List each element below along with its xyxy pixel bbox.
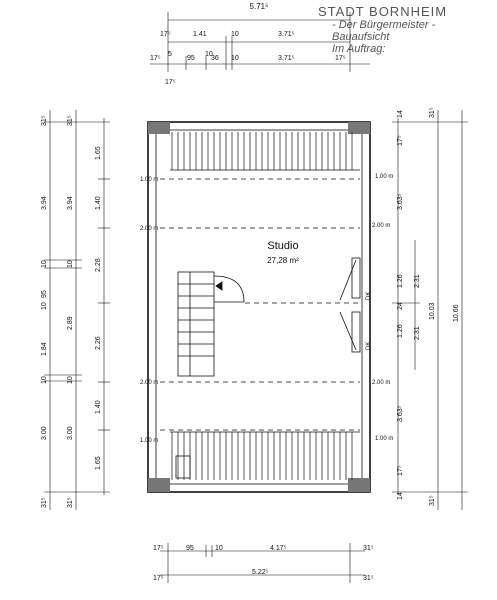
stamp-signature-line: Im Auftrag: [332, 43, 386, 55]
dim-right-c2-2: 2.31 [414, 326, 421, 340]
dim-left-c1-4: 95 [41, 290, 48, 298]
dim-left-c1-6: 1.84 [41, 342, 48, 356]
dim-bottom-r1-e: 31⁵ [363, 545, 374, 552]
dim-right-c3-3: 31⁵ [429, 495, 436, 506]
dim-top-r3-h: 17⁵ [335, 55, 346, 62]
stamp-office: - Der Bürgermeister - [332, 19, 436, 31]
staircase [177, 271, 245, 377]
dim-left-c2-6: 3.00 [67, 426, 74, 440]
dim-right-c1-3: 3.63⁵ [397, 193, 404, 210]
height-left-3: 2.00 m [140, 380, 158, 386]
dim-right-c4-1: 10.66 [453, 304, 460, 322]
roof-hatching-bottom [170, 431, 360, 480]
outer-walls [147, 121, 371, 493]
dim-left-c2-3: 10 [67, 260, 74, 268]
dim-left-c2-7: 31⁵ [67, 497, 74, 508]
dim-top-r2-d: 3.71⁵ [278, 31, 295, 38]
dim-left-c1-5: 10 [41, 302, 48, 310]
dim-left-c1-8: 3.00 [41, 426, 48, 440]
dim-right-c3-2: 10.03 [429, 302, 436, 320]
dim-top-total: 5.71⁵ [250, 2, 269, 11]
ceiling-height-lines [160, 178, 360, 431]
dim-left-c1-1: 31⁵ [41, 115, 48, 126]
dim-left-c3-1: 1.65 [95, 146, 102, 160]
height-left-1: 1.00 m [140, 177, 158, 183]
dim-top-r3-b: 5 [168, 51, 172, 58]
window-right-lower [339, 311, 361, 353]
room-label: Studio 27,28 m² [238, 240, 328, 265]
dim-top-r3-c: 95 [187, 55, 195, 62]
dim-top-r3-e: 36 [211, 55, 219, 62]
window-label-lower: DK [366, 342, 372, 350]
dim-left-c2-1: 31⁵ [67, 115, 74, 126]
dim-top-below: 17⁵ [165, 79, 176, 86]
dim-left-c3-2: 1.40 [95, 196, 102, 210]
room-name: Studio [267, 240, 299, 252]
dim-top-r2-c: 10 [231, 31, 239, 38]
dim-right-c3-1: 31⁵ [429, 107, 436, 118]
dim-right-c1-2: 17⁵ [397, 135, 404, 146]
stamp-department: Bauaufsicht [332, 31, 390, 43]
dim-right-c1-6: 1.26 [397, 324, 404, 338]
dimension-text: 5.71⁵ 17⁵ 1.41 10 3.71⁵ 17⁵ 5 95 10 36 1… [41, 2, 460, 582]
dim-left-c3-4: 2.26 [95, 336, 102, 350]
room-area: 27,28 m² [267, 256, 299, 265]
dim-top-r2-b: 1.41 [193, 31, 207, 38]
dim-top-r2-a: 17⁵ [160, 31, 171, 38]
dim-left-c1-2: 3.94 [41, 196, 48, 210]
window-right-upper [339, 257, 361, 301]
dim-top-r3-f: 10 [231, 55, 239, 62]
dim-bottom-r2-a: 17⁵ [153, 575, 164, 582]
dim-left-c1-3: 10 [41, 260, 48, 268]
dimension-lines [44, 12, 468, 583]
height-right-3: 2.00 m [372, 380, 390, 386]
dim-top-r3-d: 10 [205, 51, 213, 58]
dim-bottom-r1-d: 4.17⁵ [270, 545, 287, 552]
dim-left-c3-3: 2.28 [95, 258, 102, 272]
dim-left-c3-6: 1.65 [95, 456, 102, 470]
window-label-upper: DK [366, 292, 372, 300]
height-left-4: 1.00 m [140, 438, 158, 444]
height-right-1: 1.00 m [375, 174, 393, 180]
dim-bottom-r1-c: 10 [215, 545, 223, 552]
dim-right-c1-9: 14 [397, 492, 404, 500]
dim-right-c1-7: 3.63⁵ [397, 405, 404, 422]
dim-bottom-r2-b: 5.22⁵ [252, 569, 269, 576]
height-right-2: 2.00 m [372, 223, 390, 229]
height-right-4: 1.00 m [375, 436, 393, 442]
chimney [175, 455, 191, 479]
dim-left-c2-2: 3.94 [67, 196, 74, 210]
dim-right-c2-1: 2.31 [414, 274, 421, 288]
dim-top-r3-g: 3.71⁵ [278, 55, 295, 62]
dim-bottom-r2-c: 31⁵ [363, 575, 374, 582]
dim-left-c3-5: 1.40 [95, 400, 102, 414]
dim-right-c1-5: 24 [397, 302, 404, 310]
dim-right-c1-1: 14 [397, 110, 404, 118]
height-left-2: 2.00 m [140, 226, 158, 232]
dim-left-c2-4: 2.89 [67, 316, 74, 330]
dim-left-c1-7: 10 [41, 376, 48, 384]
dim-bottom-r1-a: 17⁵ [153, 545, 164, 552]
dim-right-c1-8: 17⁵ [397, 465, 404, 476]
dim-right-c1-4: 1.26 [397, 274, 404, 288]
roof-hatching-top [170, 132, 360, 171]
dim-bottom-r1-b: 95 [186, 545, 194, 552]
dim-top-r3-a: 17⁵ [150, 55, 161, 62]
height-labels: 1.00 m 2.00 m 2.00 m 1.00 m 1.00 m 2.00 … [140, 174, 393, 444]
dim-left-c2-5: 10 [67, 376, 74, 384]
dim-left-c1-9: 31⁵ [41, 497, 48, 508]
